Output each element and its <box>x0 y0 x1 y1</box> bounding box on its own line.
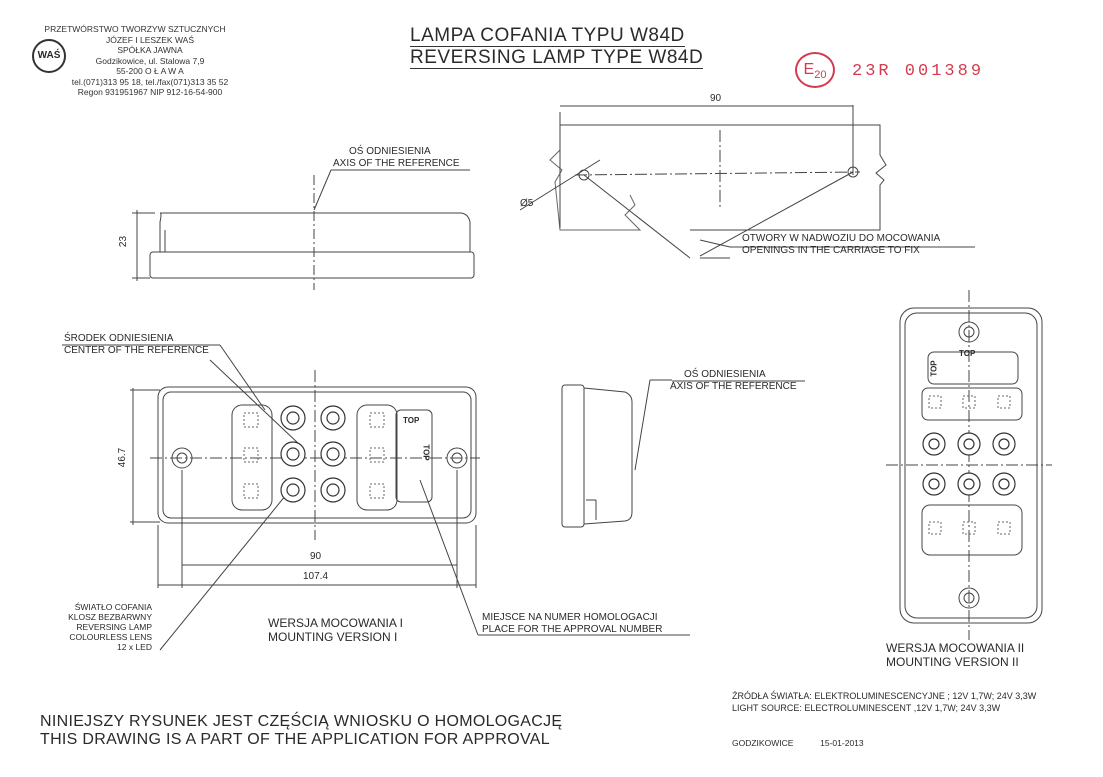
led-outline <box>243 483 259 499</box>
approval-place-label: MIEJSCE NA NUMER HOMOLOGACJI PLACE FOR T… <box>482 612 662 636</box>
center-ref-label: ŚRODEK ODNIESIENIA CENTER OF THE REFEREN… <box>64 333 209 357</box>
mount2-en: MOUNTING VERSION II <box>886 655 1019 669</box>
company-info: PRZETWÓRSTWO TWORZYW SZTUCZNYCH JÓZEF I … <box>30 24 240 98</box>
light-description: ŚWIATŁO COFANIA KLOSZ BEZBARWNY REVERSIN… <box>52 602 152 652</box>
footer-statement: NINIEJSZY RYSUNEK JEST CZĘŚCIĄ WNIOSKU O… <box>40 713 562 749</box>
approval-place-en: PLACE FOR THE APPROVAL NUMBER <box>482 624 663 635</box>
led-outline <box>369 412 385 428</box>
center-ref-pl: ŚRODEK ODNIESIENIA <box>64 333 174 344</box>
mount-version-2: WERSJA MOCOWANIA II MOUNTING VERSION II <box>886 641 1024 669</box>
led-outline <box>369 483 385 499</box>
footer-en: THIS DRAWING IS A PART OF THE APPLICATIO… <box>40 731 550 748</box>
light-source-spec: ŹRÓDŁA ŚWIATŁA: ELEKTROLUMINESCENCYJNE ;… <box>732 690 1036 714</box>
light-line: REVERSING LAMP <box>76 622 152 632</box>
openings-label: OTWORY W NADWOZIU DO MOCOWANIA OPENINGS … <box>742 233 940 257</box>
small-side-view <box>561 379 672 528</box>
led-outline <box>928 395 942 409</box>
approval-number: 23R 001389 <box>852 62 985 81</box>
light-line: KLOSZ BEZBARWNY <box>68 612 152 622</box>
led-outline <box>243 447 259 463</box>
leader-lines <box>62 169 975 411</box>
axis-ref-top-en: AXIS OF THE REFERENCE <box>333 158 460 169</box>
top-marker: TOP <box>403 416 420 425</box>
approval-mark-sub: 20 <box>814 69 827 82</box>
place: GODZIKOWICE <box>732 738 794 748</box>
approval-mark: E20 <box>795 52 835 88</box>
light-line: 12 x LED <box>117 642 152 652</box>
drawing-title: LAMPA COFANIA TYPU W84D REVERSING LAMP T… <box>410 25 704 69</box>
place-date: GODZIKOWICE 15-01-2013 <box>732 738 864 748</box>
axis-ref-mid-pl: OŚ ODNIESIENIA <box>684 369 766 380</box>
led-outline <box>997 521 1011 535</box>
openings-pl: OTWORY W NADWOZIU DO MOCOWANIA <box>742 233 941 244</box>
company-line: JÓZEF I LESZEK WAŚ <box>105 34 194 45</box>
mount1-pl: WERSJA MOCOWANIA I <box>268 616 403 630</box>
side-view-top <box>132 175 475 290</box>
axis-ref-top-label: OŚ ODNIESIENIA AXIS OF THE REFERENCE <box>333 146 460 170</box>
dim-width-front: 46.7 <box>117 447 129 468</box>
footer-pl: NINIEJSZY RYSUNEK JEST CZĘŚCIĄ WNIOSKU O… <box>40 713 563 730</box>
front-view-version-1 <box>130 359 690 651</box>
mount-version-1: WERSJA MOCOWANIA I MOUNTING VERSION I <box>268 616 403 644</box>
company-line: Regon 931951967 NIP 912-16-54-900 <box>77 87 223 97</box>
dim-length-front: 107.4 <box>303 571 329 582</box>
mount2-pl: WERSJA MOCOWANIA II <box>886 641 1025 655</box>
led-outline <box>962 395 976 409</box>
led-outline <box>997 395 1011 409</box>
mount1-en: MOUNTING VERSION I <box>268 630 398 644</box>
title-en: REVERSING LAMP TYPE W84D <box>410 47 704 69</box>
dim-hole-diameter: Ø5 <box>520 198 534 209</box>
company-line: Godzikowice, ul. Stalowa 7,9 <box>95 55 205 66</box>
date: 15-01-2013 <box>820 738 864 748</box>
company-line: PRZETWÓRSTWO TWORZYW SZTUCZNYCH <box>44 24 226 34</box>
axis-ref-mid-label: OŚ ODNIESIENIA AXIS OF THE REFERENCE <box>670 369 797 393</box>
approval-mark-letter: E <box>803 61 815 78</box>
dim-hole-spacing-front: 90 <box>310 551 322 562</box>
company-line: SPÓŁKA JAWNA <box>117 45 183 55</box>
mounting-openings-view <box>519 105 887 259</box>
openings-en: OPENINGS IN THE CARRIAGE TO FIX <box>742 245 920 256</box>
light-source-pl: ŹRÓDŁA ŚWIATŁA: ELEKTROLUMINESCENCYJNE ;… <box>732 691 1037 701</box>
dim-hole-spacing-top: 90 <box>710 93 722 104</box>
front-view-version-2 <box>886 290 1052 640</box>
led-outline <box>243 412 259 428</box>
led-outline <box>369 447 385 463</box>
light-source-en: LIGHT SOURCE: ELECTROLUMINESCENT ,12V 1,… <box>732 703 1001 713</box>
company-line: tel.(071)313 95 18, tel./fax(071)313 35 … <box>71 76 229 87</box>
top-marker: TOP <box>959 349 976 358</box>
led-outline <box>928 521 942 535</box>
company-logo: WAŚ <box>32 39 66 73</box>
top-marker: TOP <box>421 444 431 461</box>
light-line: COLOURLESS LENS <box>69 632 152 642</box>
top-marker: TOP <box>929 360 939 377</box>
title-pl: LAMPA COFANIA TYPU W84D <box>410 25 685 47</box>
center-ref-en: CENTER OF THE REFERENCE <box>64 345 209 356</box>
light-line: ŚWIATŁO COFANIA <box>74 602 152 612</box>
led-outline <box>962 521 976 535</box>
company-line: 55-200 O Ł A W A <box>116 66 184 76</box>
dim-height-side: 23 <box>118 235 130 248</box>
axis-ref-top-pl: OŚ ODNIESIENIA <box>349 146 431 157</box>
axis-ref-mid-en: AXIS OF THE REFERENCE <box>670 381 797 392</box>
approval-place-pl: MIEJSCE NA NUMER HOMOLOGACJI <box>482 612 658 623</box>
